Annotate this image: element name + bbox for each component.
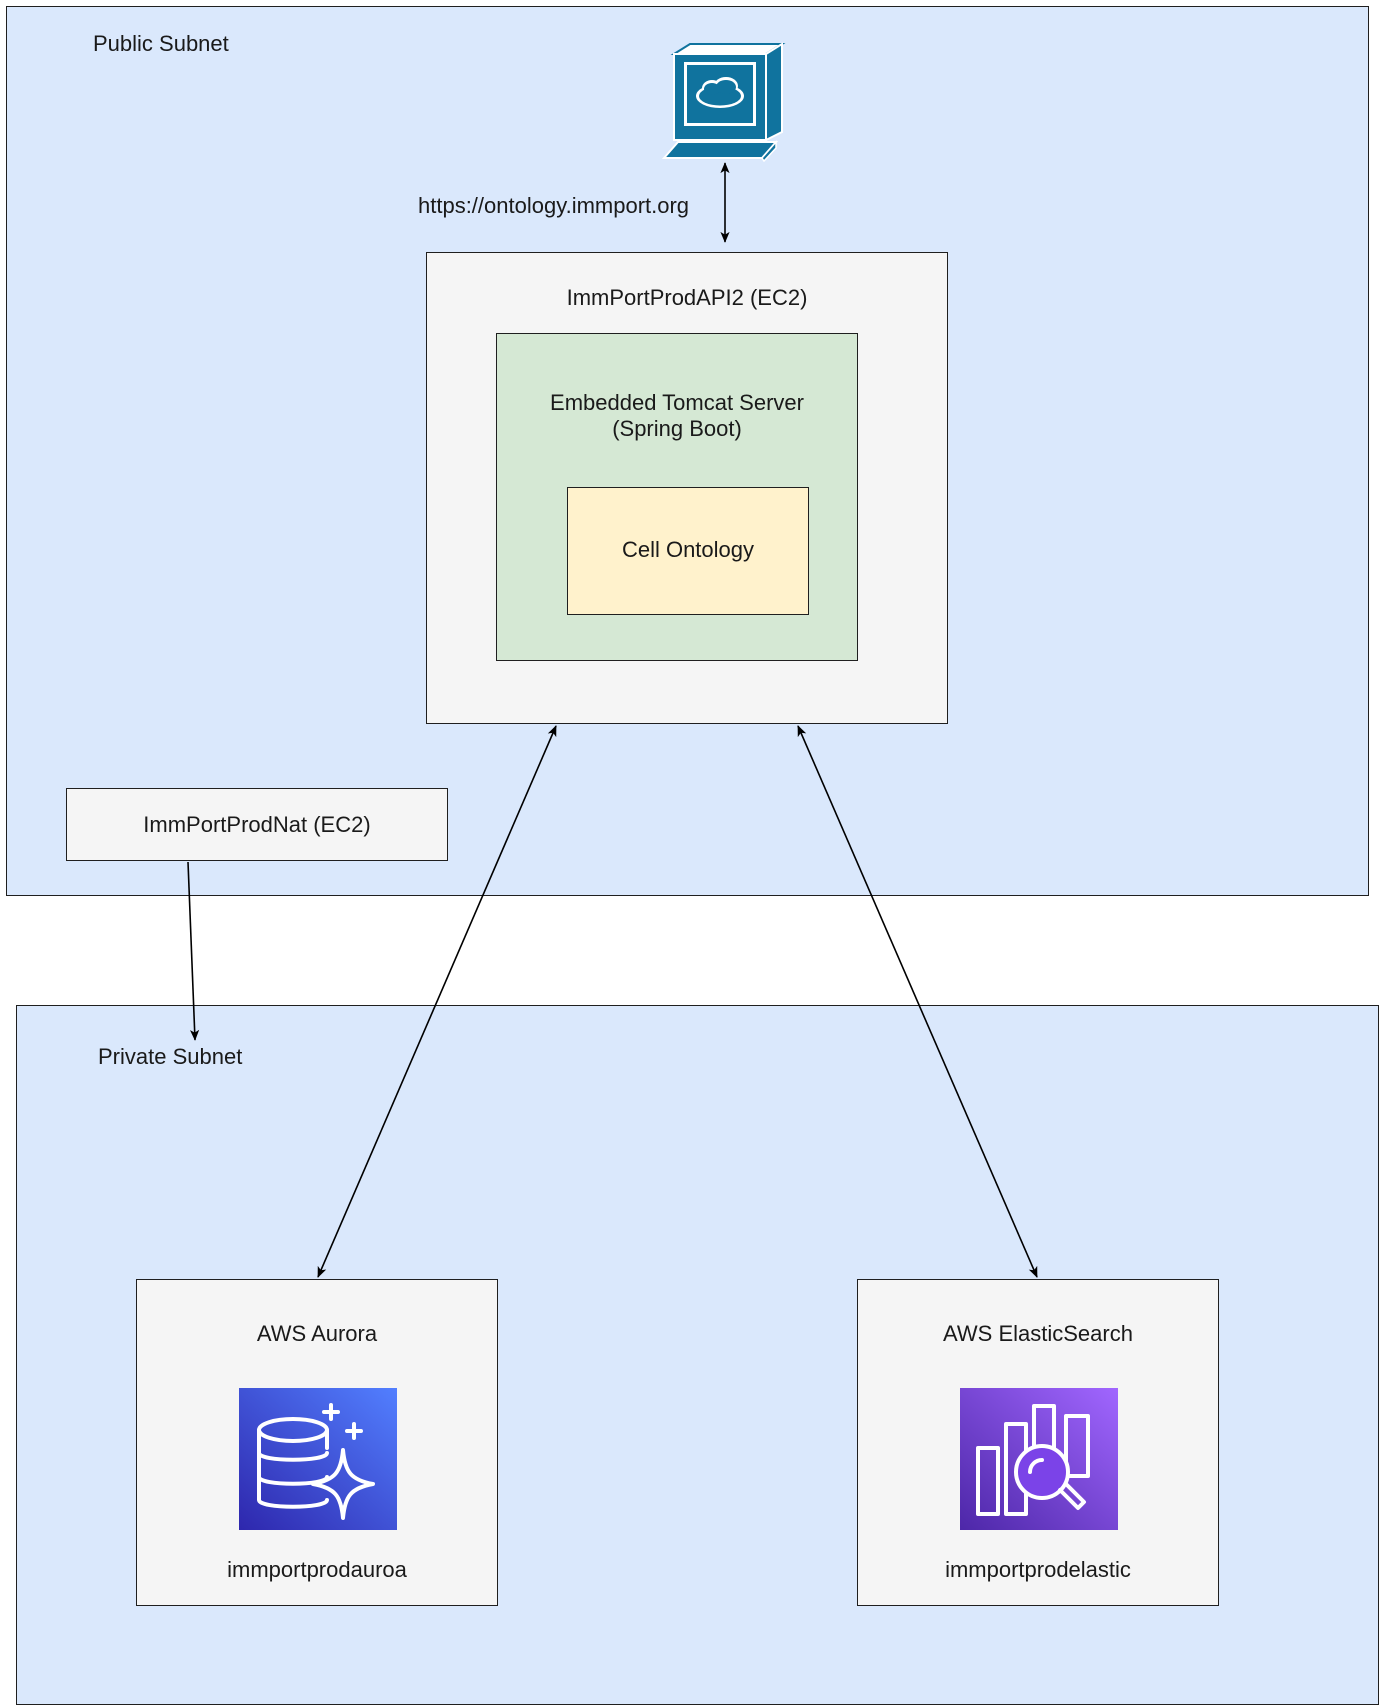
private-subnet-label: Private Subnet	[98, 1044, 243, 1069]
aurora-title: AWS Aurora	[256, 1321, 378, 1346]
aurora-box: AWS Aurora	[136, 1279, 498, 1606]
elasticsearch-title: AWS ElasticSearch	[943, 1321, 1133, 1346]
cell-ontology-title: Cell Ontology	[621, 537, 755, 562]
aurora-instance-name: immportprodauroa	[227, 1557, 407, 1582]
nat-title: ImmPortProdNat (EC2)	[143, 812, 371, 837]
public-subnet-label: Public Subnet	[93, 31, 229, 56]
api-url-label[interactable]: https://ontology.immport.org	[418, 193, 690, 218]
cell-ontology-box: Cell Ontology	[567, 487, 809, 615]
elasticsearch-instance-name: immportprodelastic	[945, 1557, 1131, 1582]
api-server-title: ImmPortProdAPI2 (EC2)	[566, 285, 808, 310]
tomcat-server-title: Embedded Tomcat Server (Spring Boot)	[550, 390, 804, 441]
nat-box: ImmPortProdNat (EC2)	[66, 788, 448, 861]
computer-icon	[660, 40, 790, 163]
tomcat-server-box: Embedded Tomcat Server (Spring Boot) Cel…	[496, 333, 858, 661]
api-server-box: ImmPortProdAPI2 (EC2) Embedded Tomcat Se…	[426, 252, 948, 724]
elasticsearch-search-icon	[960, 1388, 1118, 1530]
aurora-database-icon	[239, 1388, 397, 1530]
elasticsearch-box: AWS ElasticSearch immportp	[857, 1279, 1219, 1606]
